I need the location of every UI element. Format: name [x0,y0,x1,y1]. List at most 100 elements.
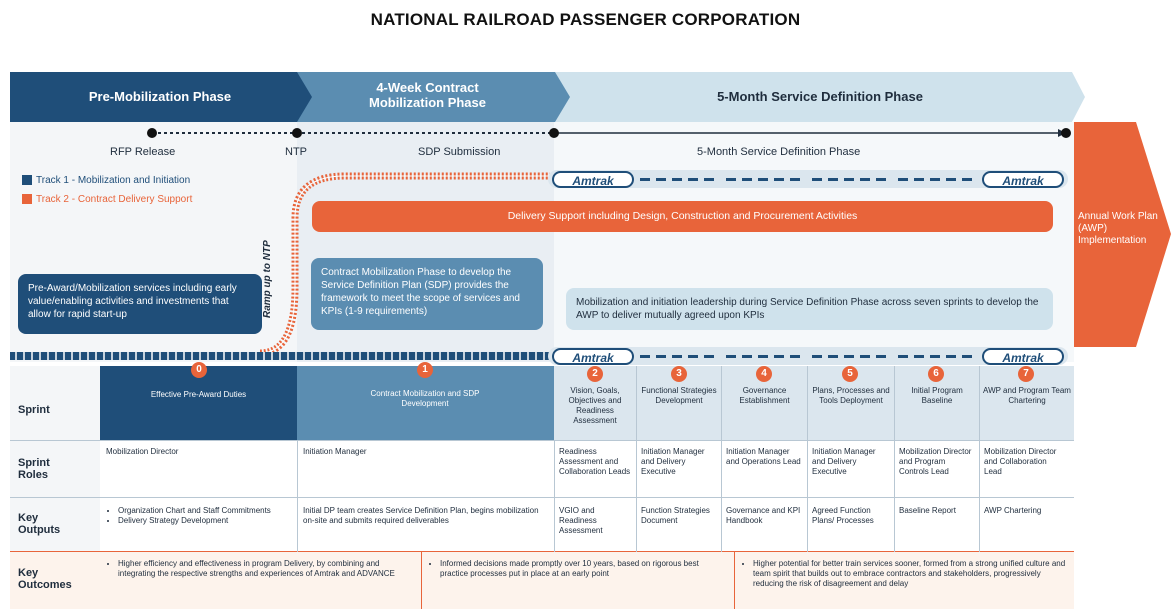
col-divider [721,366,722,552]
key-outputs-1: Initial DP team creates Service Definiti… [303,506,539,525]
col-divider [979,366,980,552]
ramp-label: Ramp up to NTP [262,240,273,318]
col-divider [894,366,895,552]
row-label-sprint: Sprint [18,404,50,416]
sprint-number-4: 4 [756,366,772,382]
col-divider [807,366,808,552]
sprint-role-7: Mobilization Director and Collaboration … [984,447,1057,476]
sprint-role-3: Initiation Manager and Delivery Executiv… [641,447,705,476]
phase-pre-mobilization: Pre-Mobilization Phase [88,89,232,104]
sprint-cells-2-7 [554,366,1074,440]
amtrak-badge-lower-left: Amtrak [552,348,634,365]
annual-work-plan-arrow [1074,122,1171,347]
sprint-name-5: Plans, Processes and Tools Deployment [812,386,890,405]
ramp-label-wrap: Ramp up to NTP [262,228,276,318]
track2-swatch [22,194,32,205]
key-outputs-2: VGIO and Readiness Assessment [559,506,603,535]
pre-mobilization-chevron [10,72,312,122]
legend-track1: Track 1 - Mobilization and Initiation [22,175,190,186]
sprint-number-6: 6 [928,366,944,382]
delivery-support-bar: Delivery Support including Design, Const… [312,201,1053,232]
row-divider [10,551,1074,552]
sprint-name-7: AWP and Program Team Chartering [983,386,1071,405]
sprint-name-1: Contract Mobilization and SDP Developmen… [370,389,480,408]
ramp-track [259,172,550,357]
key-output-item: Delivery Strategy Development [118,516,293,526]
sprint-number-2: 2 [587,366,603,382]
lower-rail-dashes [640,355,972,358]
phase-header-chevrons [10,72,1085,122]
key-outcome-2: Higher potential for better train servic… [737,556,1071,592]
callout-contract-mobilization: Contract Mobilization Phase to develop t… [311,258,543,330]
key-outcome-item: Higher efficiency and effectiveness in p… [118,559,416,579]
col-divider [297,440,298,552]
key-outcome-item: Informed decisions made promptly over 10… [440,559,728,579]
row-label-key-outputs: Key Outputs [18,512,61,536]
milestone-service-definition: 5-Month Service Definition Phase [697,146,861,158]
milestone-timeline [147,128,1071,138]
sprint-name-6: Initial Program Baseline [911,386,963,405]
sprint-number-3: 3 [671,366,687,382]
sprint-role-4: Initiation Manager and Operations Lead [726,447,801,466]
col-divider [554,440,555,552]
callout-service-definition: Mobilization and initiation leadership d… [566,288,1053,330]
sprint-role-5: Initiation Manager and Delivery Executiv… [812,447,876,476]
sprint-number-5: 5 [842,366,858,382]
callout-pre-award: Pre-Award/Mobilization services includin… [18,274,262,334]
lower-rail-track [10,352,555,360]
key-outputs-3: Function Strategies Document [641,506,710,525]
sprint-name-0: Effective Pre-Award Duties [150,390,247,399]
milestone-rfp-release: RFP Release [110,146,176,158]
row-divider [10,440,1074,441]
key-outputs-0: Organization Chart and Staff Commitments… [102,503,297,529]
legend-track2: Track 2 - Contract Delivery Support [22,194,192,205]
legend-track2-label: Track 2 - Contract Delivery Support [36,194,193,205]
key-outputs-6: Baseline Report [899,506,956,515]
phase-service-definition: 5-Month Service Definition Phase [717,89,923,104]
row-label-sprint-roles: Sprint Roles [18,457,50,481]
row-label-key-outcomes: Key Outcomes [18,567,72,591]
sprint-name-3: Functional Strategies Development [641,386,717,405]
amtrak-badge-lower-right: Amtrak [982,348,1064,365]
milestone-sdp-submission: SDP Submission [418,146,501,158]
key-outcome-1: Informed decisions made promptly over 10… [424,556,732,582]
upper-rail-dashes [640,178,972,181]
key-outputs-5: Agreed Function Plans/ Processes [812,506,874,525]
milestone-ntp: NTP [285,146,307,158]
amtrak-badge-upper-left: Amtrak [552,171,634,188]
sprint-role-1: Initiation Manager [303,447,367,456]
col-divider [636,366,637,552]
key-output-item: Organization Chart and Staff Commitments [118,506,293,516]
row-divider [10,497,1074,498]
sprint-role-2: Readiness Assessment and Collaboration L… [559,447,631,476]
legend-track1-label: Track 1 - Mobilization and Initiation [36,175,191,186]
sprint-cell-1 [297,366,554,440]
key-outcome-0: Higher efficiency and effectiveness in p… [102,556,420,582]
sdp-submission-dot [549,128,559,138]
sprint-number-7: 7 [1018,366,1034,382]
sprint-number-0: 0 [191,362,207,378]
upper-rail [548,170,1068,188]
page-title: NATIONAL RAILROAD PASSENGER CORPORATION [370,10,801,29]
sprint-cell-0 [100,366,297,440]
annual-work-plan-label: Annual Work Plan (AWP) Implementation [1078,211,1158,246]
outcomes-row-bg [10,552,1074,609]
track1-swatch [22,175,32,186]
ntp-dot [292,128,302,138]
key-outputs-4: Governance and KPI Handbook [726,506,801,525]
col-divider [734,552,735,609]
key-outcome-item: Higher potential for better train servic… [753,559,1067,589]
sprint-role-0: Mobilization Director [106,447,179,456]
sprint-name-2: Vision, Goals, Objectives and Readiness … [568,386,622,425]
key-outputs-7: AWP Chartering [984,506,1042,515]
phase-contract-mobilization: 4-Week Contract Mobilization Phase [368,80,486,110]
sprint-number-1: 1 [417,362,433,378]
end-dot [1061,128,1071,138]
col-divider [421,552,422,609]
service-definition-chevron [550,72,1085,122]
lower-rail [548,347,1068,365]
rfp-release-dot [147,128,157,138]
amtrak-badge-upper-right: Amtrak [982,171,1064,188]
contract-mobilization-chevron [297,72,570,122]
sprint-role-6: Mobilization Director and Program Contro… [899,447,972,476]
